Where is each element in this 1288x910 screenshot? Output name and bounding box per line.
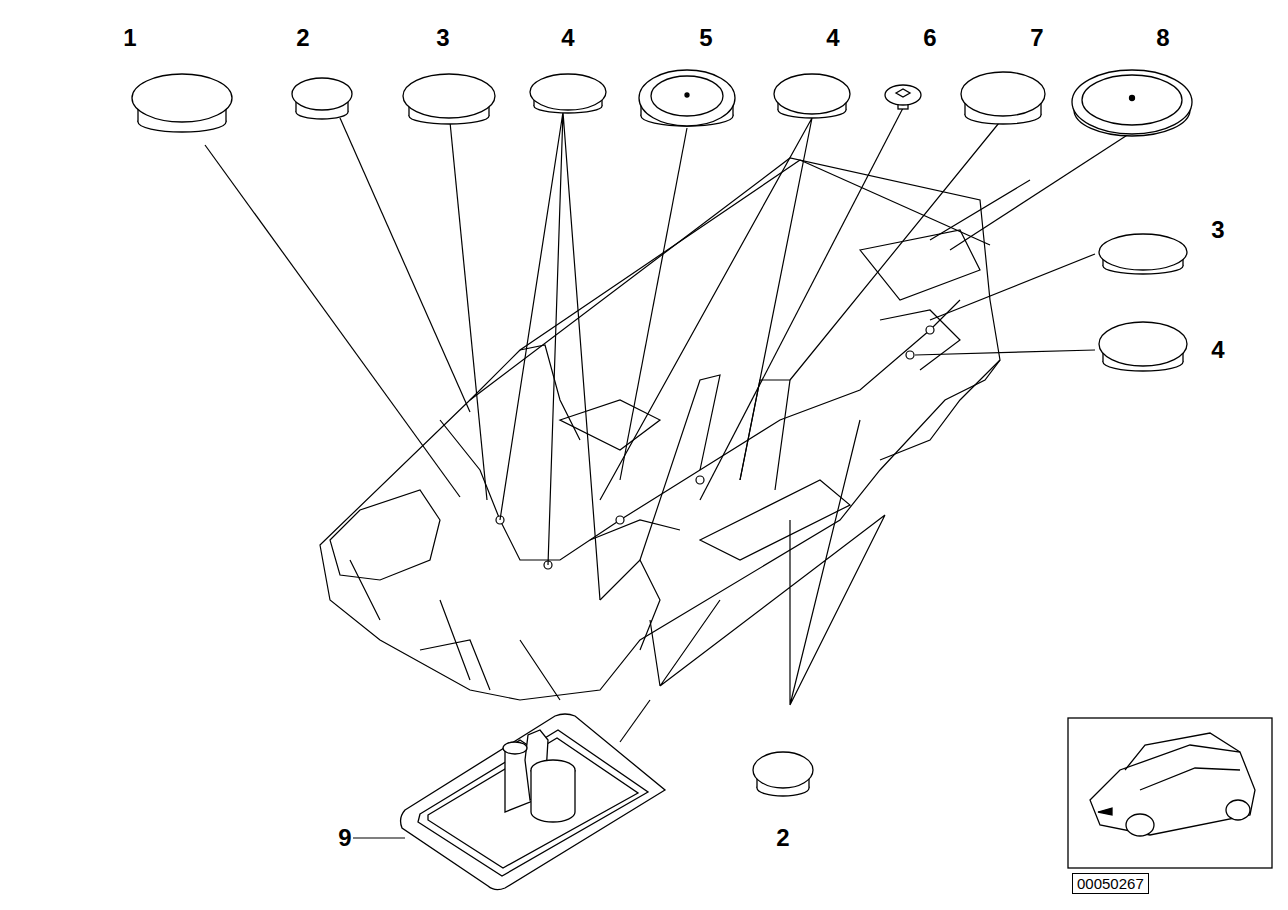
body-shell — [320, 158, 1000, 700]
callout-number: 4 — [826, 26, 839, 50]
callout-number: 5 — [699, 26, 712, 50]
callout-number: 4 — [561, 26, 574, 50]
callout-number: 2 — [296, 26, 309, 50]
leader-lines — [205, 108, 1132, 838]
blind-plugs — [132, 70, 1192, 796]
tray-part — [401, 714, 665, 890]
callout-number: 1 — [123, 26, 136, 50]
callout-number: 7 — [1030, 26, 1043, 50]
callout-number: 9 — [338, 826, 351, 850]
callout-number: 3 — [1211, 218, 1224, 242]
callout-number: 6 — [923, 26, 936, 50]
callout-number: 4 — [1211, 338, 1224, 362]
drawing-number: 00050267 — [1072, 873, 1149, 894]
callout-number: 2 — [776, 826, 789, 850]
inset-view — [1068, 718, 1272, 868]
callout-number: 8 — [1156, 26, 1169, 50]
callout-number: 3 — [436, 26, 449, 50]
